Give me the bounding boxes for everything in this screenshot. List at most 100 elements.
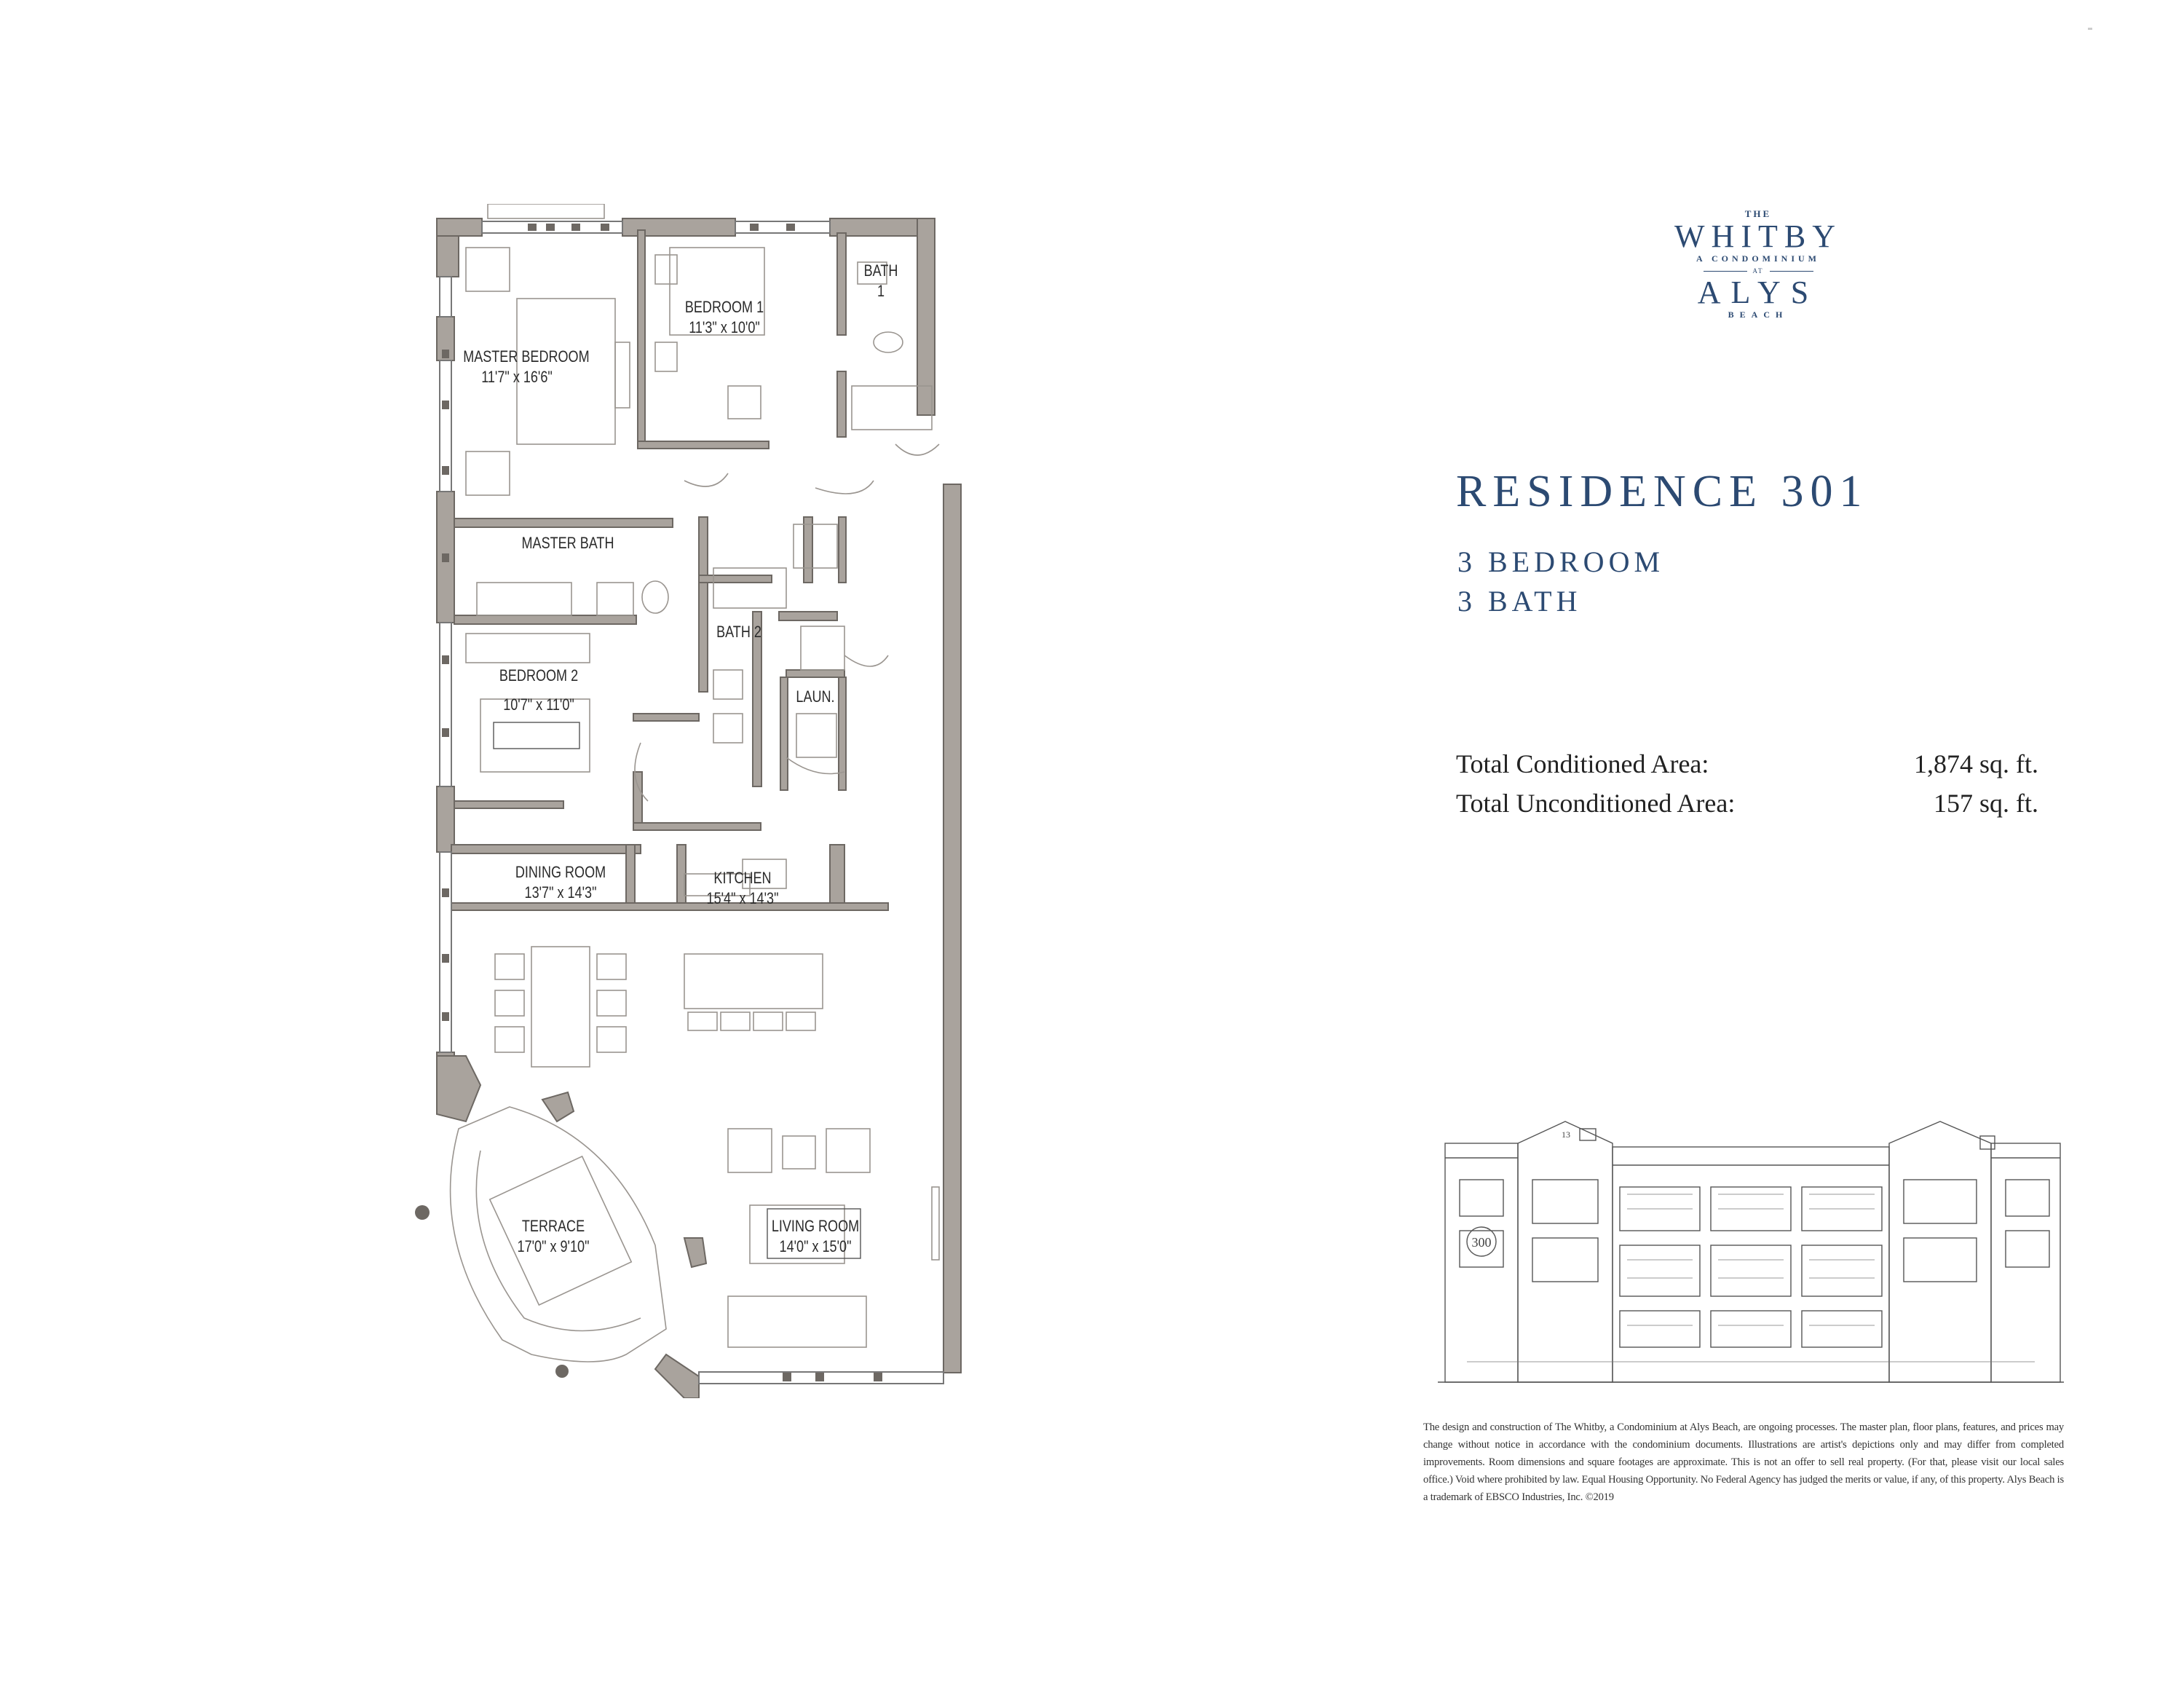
wall <box>622 218 736 237</box>
furniture-sofa <box>727 1295 867 1348</box>
area-label: Total Conditioned Area: <box>1456 749 1709 778</box>
logo-subtitle: A CONDOMINIUM <box>1696 253 1820 264</box>
wall <box>541 1091 575 1123</box>
furniture-tub <box>713 567 787 609</box>
wall <box>838 677 847 791</box>
room-dimensions: 17'0" x 9'10" <box>517 1237 590 1255</box>
logo-alys: ALYS <box>1697 275 1819 310</box>
room-name: LAUN. <box>796 687 835 706</box>
logo-whitby: WHITBY <box>1674 218 1842 254</box>
dimension-box <box>767 1208 861 1259</box>
room-laundry: LAUN. <box>791 687 839 707</box>
area-label: Total Unconditioned Area: <box>1456 789 1736 818</box>
area-value: 1,874 sq. ft. <box>1914 749 2038 778</box>
furniture-bench <box>614 342 630 409</box>
conditioned-area-row: Total Conditioned Area: 1,874 sq. ft. <box>1456 749 2038 779</box>
whitby-logo: THE WHITBY A CONDOMINIUM AT ALYS BEACH <box>1623 208 1893 320</box>
residence-title: RESIDENCE 301 <box>1456 467 1869 516</box>
building-number: 13 <box>1562 1129 1570 1140</box>
room-name: DINING ROOM <box>515 863 606 881</box>
room-dimensions: 11'3" x 10'0" <box>689 318 760 336</box>
furniture-dining-table <box>531 946 590 1068</box>
room-terrace: TERRACE 17'0" x 9'10" <box>505 1216 601 1257</box>
wall <box>943 484 962 1373</box>
logo-at: AT <box>1623 267 1893 275</box>
wall <box>454 615 637 625</box>
window <box>735 221 831 234</box>
room-dimensions: 13'7" x 14'3" <box>524 883 597 902</box>
wall <box>436 1055 482 1123</box>
furniture-toilet <box>873 331 903 353</box>
room-bedroom-1: BEDROOM 1 11'3" x 10'0" <box>680 297 769 338</box>
room-dimensions: 14'0" x 15'0" <box>779 1237 852 1255</box>
floor-plan-drawing <box>415 204 962 1398</box>
wall <box>786 669 845 678</box>
room-dimensions: 11'7" x 16'6" <box>481 368 553 386</box>
wall <box>637 441 769 449</box>
room-bath-1: BATH 1 <box>863 261 898 301</box>
wall <box>803 516 813 583</box>
room-name: LIVING ROOM <box>771 1217 860 1235</box>
room-master-bedroom: MASTER BEDROOM 11'7" x 16'6" <box>463 347 590 387</box>
furniture-terrace-table <box>488 1155 633 1306</box>
window <box>439 276 452 318</box>
room-living: LIVING ROOM 14'0" x 15'0" <box>767 1216 863 1257</box>
wall <box>778 611 838 621</box>
furniture-toilet <box>713 713 743 744</box>
room-name: BATH 2 <box>716 623 761 641</box>
room-name: MASTER BEDROOM <box>463 347 590 366</box>
bath-count: 3 BATH <box>1457 585 1582 618</box>
logo-the: THE <box>1744 208 1772 219</box>
wall <box>451 844 641 854</box>
room-kitchen: KITCHEN 15'4" x 14'3" <box>698 868 788 909</box>
furniture-dresser <box>465 633 590 663</box>
unit-marker <box>1466 1226 1497 1257</box>
unit-label: 300 <box>1472 1235 1492 1250</box>
room-name: TERRACE <box>521 1217 585 1235</box>
wall <box>436 786 455 853</box>
bedroom-count: 3 BEDROOM <box>1457 545 1665 578</box>
logo-beach: BEACH <box>1728 309 1789 320</box>
scan-mark <box>2088 28 2092 30</box>
room-name: BEDROOM 2 <box>499 666 579 685</box>
furniture-chair <box>826 1128 871 1173</box>
legal-disclaimer: The design and construction of The Whitb… <box>1423 1421 2064 1503</box>
building-elevation-sketch: 300 13 <box>1438 1114 2064 1391</box>
wall <box>917 218 935 416</box>
wall <box>436 218 483 237</box>
wall <box>454 800 564 809</box>
room-dining: DINING ROOM 13'7" x 14'3" <box>513 862 608 903</box>
wall <box>836 371 847 438</box>
furniture-nightstand <box>465 451 510 496</box>
room-dimensions: 15'4" x 14'3" <box>706 889 779 907</box>
wall <box>698 575 772 583</box>
wall <box>836 232 847 336</box>
furniture-vanity <box>476 582 572 616</box>
wall <box>633 822 761 831</box>
window <box>439 851 452 1053</box>
furniture-table <box>782 1135 816 1170</box>
room-number: 1 <box>877 282 885 300</box>
furniture-chair <box>727 1128 772 1173</box>
furniture-sink <box>857 261 887 285</box>
room-name: MASTER BATH <box>521 534 614 552</box>
wall <box>838 516 847 583</box>
terrace-outline <box>449 1106 667 1362</box>
wall <box>436 491 455 623</box>
wall <box>633 771 643 831</box>
unconditioned-area-row: Total Unconditioned Area: 157 sq. ft. <box>1456 788 2038 819</box>
window <box>439 622 452 787</box>
wall <box>829 844 845 904</box>
floor-plan: MASTER BEDROOM 11'7" x 16'6" BEDROOM 1 1… <box>408 204 976 1398</box>
column <box>555 1365 569 1378</box>
wall <box>683 1237 708 1269</box>
area-value: 157 sq. ft. <box>1934 789 2038 818</box>
room-name: BATH <box>863 261 898 280</box>
window <box>439 360 452 492</box>
room-bedroom-2: BEDROOM 2 10'7" x 11'0" <box>491 666 586 715</box>
furniture-nightstand <box>465 247 510 292</box>
dimension-box <box>493 722 580 749</box>
furniture-bed <box>669 247 765 336</box>
furniture-island <box>684 953 823 1009</box>
elevation-drawing: 300 13 <box>1438 1121 2064 1383</box>
